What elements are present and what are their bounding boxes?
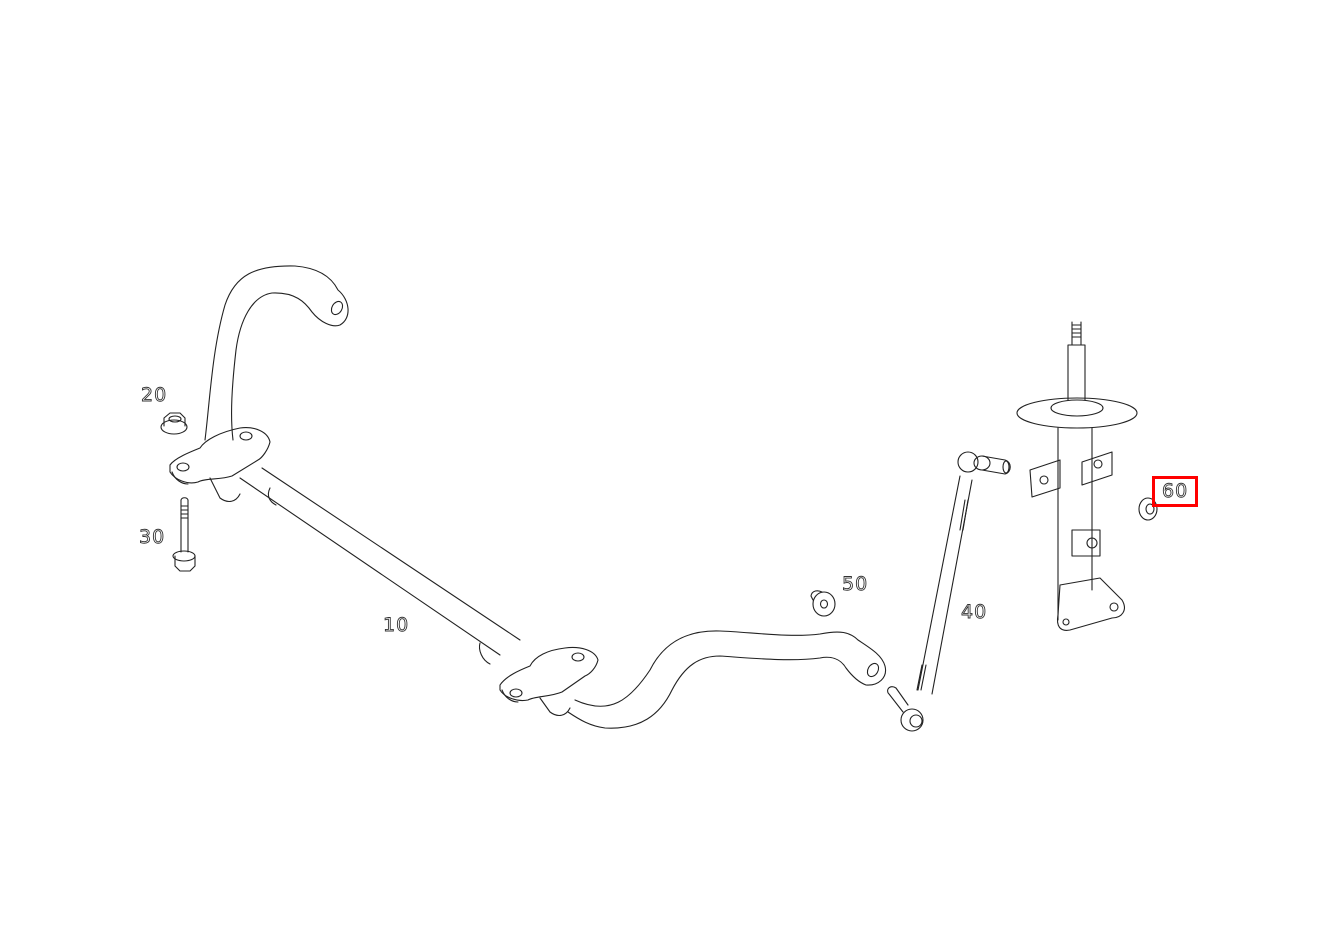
callout-40[interactable]: 40 (961, 601, 988, 623)
callout-10[interactable]: 10 (383, 614, 410, 636)
strut-assembly[interactable] (1016, 321, 1138, 631)
bushing-nut-part-50[interactable] (810, 590, 836, 617)
callout-60-highlighted[interactable]: 60 (1151, 476, 1199, 507)
stabilizer-bar-part-10[interactable] (169, 265, 887, 729)
callout-50[interactable]: 50 (842, 573, 869, 595)
bolt-part-30[interactable] (172, 497, 196, 572)
callout-30[interactable]: 30 (139, 526, 166, 548)
flange-nut-part-20[interactable] (160, 412, 188, 435)
stabilizer-link-part-40[interactable] (887, 451, 1011, 732)
callout-20[interactable]: 20 (141, 384, 168, 406)
strut-nut-part-60[interactable] (1138, 497, 1158, 521)
